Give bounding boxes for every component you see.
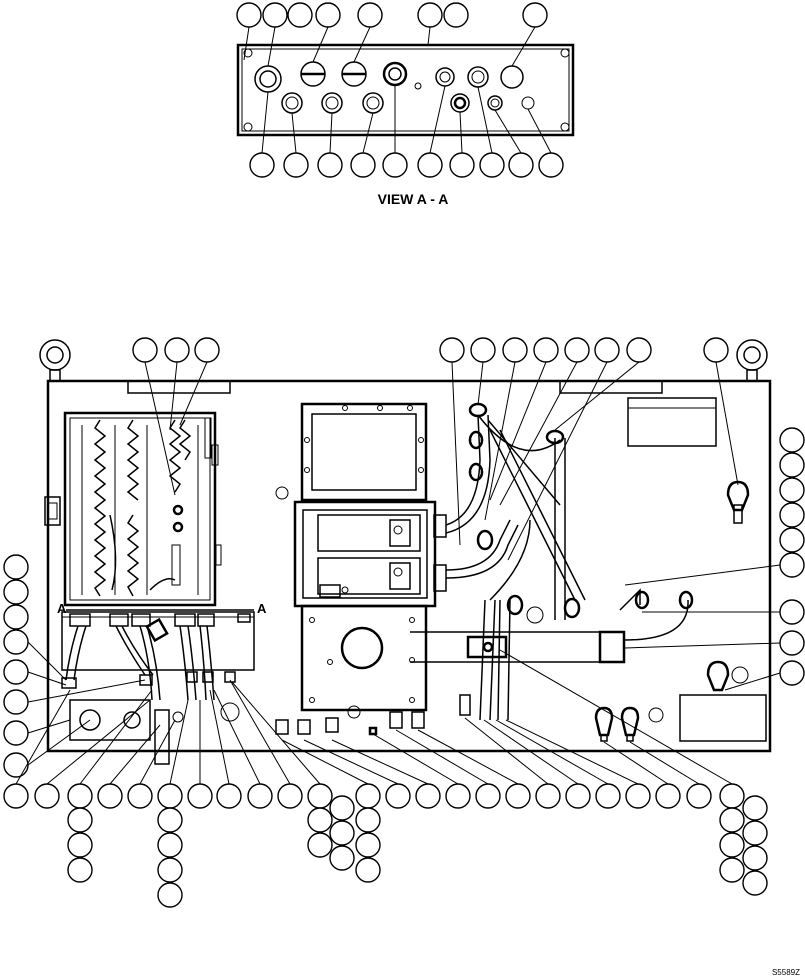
callout-balloons-bottom <box>249 152 564 178</box>
toggle-switch <box>706 660 730 692</box>
leader-lines-top <box>243 26 536 67</box>
hole <box>521 96 535 110</box>
main-panel-assembly: A A <box>3 337 805 908</box>
nameplate <box>627 397 717 447</box>
bottom-glands <box>275 694 640 742</box>
callout-balloons-left <box>3 554 29 778</box>
view-title: VIEW A - A <box>378 191 449 207</box>
lifting-eye-left <box>39 339 71 382</box>
callout-balloons-bottom-row <box>3 783 745 809</box>
section-mark-left: A <box>57 601 67 616</box>
view-a-panel <box>236 43 575 137</box>
connector <box>321 92 343 114</box>
lifting-eye-right <box>736 339 768 382</box>
hose-routing <box>445 402 586 721</box>
view-a-a: VIEW A - A <box>236 2 575 207</box>
leader-lines-left <box>27 641 146 766</box>
figure-number: S5589Z <box>772 968 800 977</box>
callout-stacks <box>67 795 768 908</box>
breaker-handle <box>726 480 750 524</box>
connector <box>254 65 282 93</box>
junction-box-right <box>679 694 767 742</box>
blank-plug <box>500 65 524 89</box>
actuator-rail <box>410 588 694 664</box>
connector <box>362 92 384 114</box>
connector <box>487 95 503 111</box>
leader-lines-bottom <box>261 85 552 154</box>
enclosure-outline <box>46 379 772 753</box>
section-mark-right: A <box>257 601 267 616</box>
access-cover <box>275 402 428 502</box>
callout-balloons-top <box>236 2 548 28</box>
callout-balloons-right <box>779 427 805 686</box>
gland-plate <box>61 611 255 671</box>
mounting-plate <box>300 604 428 712</box>
connector <box>450 93 470 113</box>
leader-lines-right <box>624 564 781 691</box>
connector <box>435 67 455 87</box>
cable-bundle <box>61 617 236 765</box>
callout-balloons-main-top <box>132 337 729 363</box>
terminal-box <box>44 411 222 607</box>
contactor-module <box>293 500 447 608</box>
connector <box>467 66 489 88</box>
connector <box>382 61 408 87</box>
leader-lines-main-top <box>144 361 739 561</box>
connector <box>281 92 303 114</box>
leader-lines-bottom-row <box>15 649 733 785</box>
